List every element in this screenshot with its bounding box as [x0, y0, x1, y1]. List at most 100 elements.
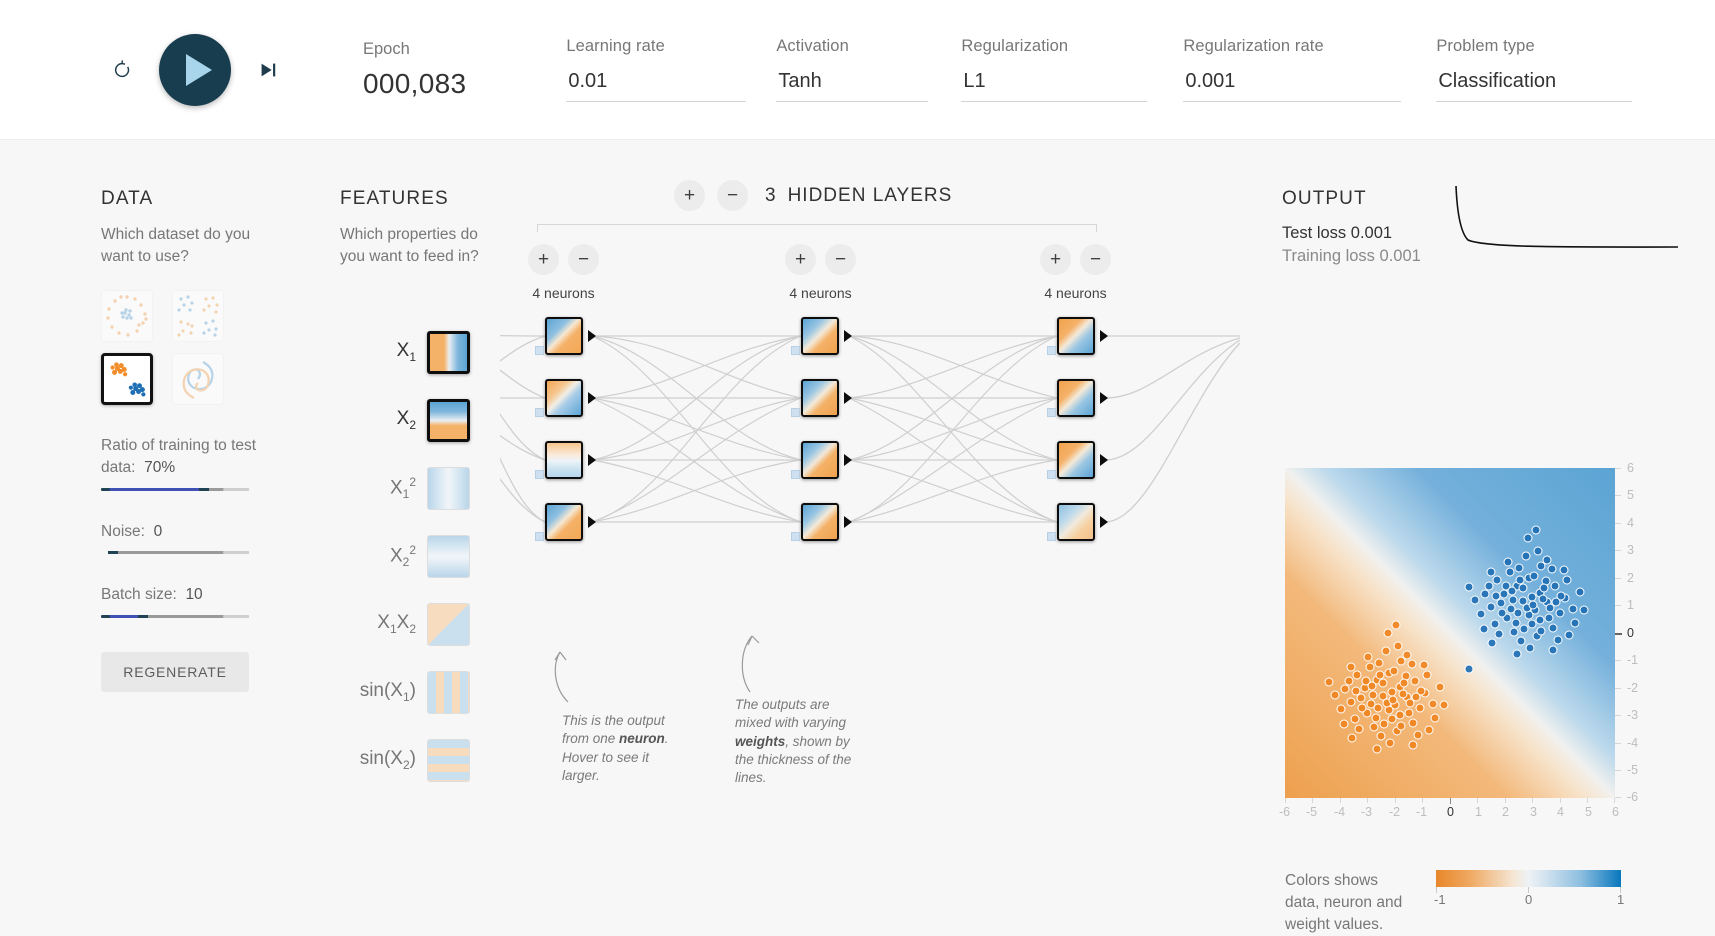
bias-l1-n2[interactable] — [535, 408, 544, 417]
control-regularization-rate: Regularization rate 00.0010.0030.010.030… — [1183, 37, 1402, 102]
neuron-l2-n2[interactable] — [801, 379, 839, 417]
x-axis-label: 5 — [1585, 805, 1592, 819]
dataset-thumb-exclusive-or[interactable] — [172, 290, 224, 342]
y-tick — [1615, 495, 1621, 496]
x-tick — [1450, 798, 1451, 804]
bias-l3-n3[interactable] — [1047, 470, 1056, 479]
neuron-l2-n3[interactable] — [801, 441, 839, 479]
regularization-select[interactable]: NoneL1L2 — [961, 68, 1148, 102]
network-panel: + − 3 HIDDEN LAYERS + − 4 neurons + − 4 … — [500, 140, 1240, 803]
x-axis-label: -1 — [1416, 805, 1428, 819]
learning-rate-select[interactable]: 0.000010.00010.0010.0030.010.030.10.3131… — [566, 68, 747, 102]
y-axis-label: -2 — [1627, 681, 1639, 695]
bias-l1-n4[interactable] — [535, 532, 544, 541]
x-axis-label: 2 — [1502, 805, 1509, 819]
add-neuron-button-layer-2[interactable]: + — [785, 244, 816, 275]
problem-type-select[interactable]: ClassificationRegression — [1436, 68, 1633, 102]
heatmap-x-axis: -6 -5 -4 -3 -2 -1 0 1 2 3 4 5 6 — [1279, 798, 1619, 822]
feature-thumb-x1x2[interactable] — [427, 602, 470, 646]
feature-thumb-sin-x2[interactable] — [427, 738, 470, 782]
bias-l1-n1[interactable] — [535, 346, 544, 355]
neuron-l3-n1[interactable] — [1057, 317, 1095, 355]
annotation-weights: The outputs are mixed with varying weigh… — [735, 697, 852, 786]
features-panel-title: FEATURES — [340, 188, 449, 209]
bias-l2-n1[interactable] — [791, 346, 800, 355]
feature-thumb-x2[interactable] — [427, 398, 470, 442]
add-neuron-button-layer-3[interactable]: + — [1040, 244, 1071, 275]
bias-l2-n2[interactable] — [791, 408, 800, 417]
features-panel: FEATURES Which properties do you want to… — [340, 188, 500, 268]
y-tick — [1615, 550, 1621, 551]
neuron-port-l1-n2 — [588, 392, 596, 404]
neuron-l1-n1[interactable] — [545, 317, 583, 355]
x-axis-label: 1 — [1475, 805, 1482, 819]
neuron-port-l1-n1 — [588, 330, 596, 342]
neuron-l1-n3[interactable] — [545, 441, 583, 479]
step-forward-icon[interactable] — [251, 53, 285, 87]
bias-l3-n2[interactable] — [1047, 408, 1056, 417]
x-tick — [1532, 798, 1533, 803]
feature-thumb-x1-squared[interactable] — [427, 466, 470, 510]
x-axis-label: -3 — [1361, 805, 1373, 819]
activation-select[interactable]: ReLUTanhSigmoidLinear — [776, 68, 929, 102]
feature-thumb-x2-squared[interactable] — [427, 534, 470, 578]
dataset-thumb-spiral[interactable] — [172, 353, 224, 405]
x-axis-label: -5 — [1306, 805, 1318, 819]
y-tick — [1615, 660, 1621, 661]
neuron-l3-n2[interactable] — [1057, 379, 1095, 417]
neuron-count-layer-3: 4 neurons — [1044, 285, 1107, 301]
y-axis-label: 1 — [1627, 598, 1634, 612]
remove-neuron-button-layer-3[interactable]: − — [1080, 244, 1111, 275]
layer-control-2: + − 4 neurons — [785, 244, 856, 301]
legend-label-mid: 0 — [1525, 892, 1533, 907]
neuron-l3-n4[interactable] — [1057, 503, 1095, 541]
neuron-l1-n2[interactable] — [545, 379, 583, 417]
remove-layer-button[interactable]: − — [717, 180, 748, 211]
noise-slider[interactable] — [108, 551, 249, 555]
data-panel-subtitle: Which dataset do you want to use? — [101, 226, 251, 265]
neuron-l2-n4[interactable] — [801, 503, 839, 541]
add-neuron-button-layer-1[interactable]: + — [528, 244, 559, 275]
neuron-port-l2-n4 — [844, 516, 852, 528]
output-panel-title: OUTPUT — [1282, 188, 1367, 209]
neuron-l3-n3[interactable] — [1057, 441, 1095, 479]
ratio-label-text: Ratio of training to test data: — [101, 437, 257, 477]
epoch-label: Epoch — [363, 39, 410, 58]
ratio-slider[interactable] — [101, 487, 249, 491]
bias-l3-n1[interactable] — [1047, 346, 1056, 355]
bias-l1-n3[interactable] — [535, 470, 544, 479]
bias-l2-n3[interactable] — [791, 470, 800, 479]
x-axis-label: 6 — [1612, 805, 1619, 819]
feature-thumb-x1[interactable] — [427, 330, 470, 374]
y-axis-label-zero: 0 — [1627, 626, 1634, 640]
neuron-l2-n1[interactable] — [801, 317, 839, 355]
ratio-slider-label: Ratio of training to test data: 70% — [101, 435, 266, 480]
hidden-layers-header: + − 3 HIDDEN LAYERS — [674, 180, 952, 211]
batch-slider[interactable] — [101, 614, 249, 618]
remove-neuron-button-layer-1[interactable]: − — [568, 244, 599, 275]
reset-icon[interactable] — [105, 53, 139, 87]
x-axis-label-zero: 0 — [1447, 805, 1454, 819]
remove-neuron-button-layer-2[interactable]: − — [825, 244, 856, 275]
batch-slider-start — [101, 614, 110, 618]
legend-label-min: -1 — [1434, 892, 1446, 907]
batch-label-text: Batch size: — [101, 586, 177, 604]
noise-slider-knob[interactable] — [108, 551, 118, 555]
bias-l2-n4[interactable] — [791, 532, 800, 541]
dataset-thumb-gaussian[interactable] — [101, 353, 153, 405]
neuron-l1-n4[interactable] — [545, 503, 583, 541]
feature-thumb-sin-x1[interactable] — [427, 670, 470, 714]
add-layer-button[interactable]: + — [674, 180, 705, 211]
regularization-rate-select[interactable]: 00.0010.0030.010.030.10.31310 — [1183, 68, 1402, 102]
control-learning-rate: Learning rate 0.000010.00010.0010.0030.0… — [566, 37, 747, 102]
dataset-thumb-circle[interactable] — [101, 290, 153, 342]
bias-l3-n4[interactable] — [1047, 532, 1056, 541]
play-icon[interactable] — [159, 33, 231, 106]
batch-slider-label: Batch size: 10 — [101, 584, 266, 606]
batch-slider-knob[interactable] — [138, 614, 148, 618]
dataset-thumbnails — [101, 290, 266, 405]
ratio-slider-knob[interactable] — [198, 487, 209, 491]
test-loss-value: 0.001 — [1350, 224, 1393, 242]
output-heatmap[interactable] — [1285, 468, 1615, 798]
regenerate-button[interactable]: REGENERATE — [101, 651, 249, 692]
